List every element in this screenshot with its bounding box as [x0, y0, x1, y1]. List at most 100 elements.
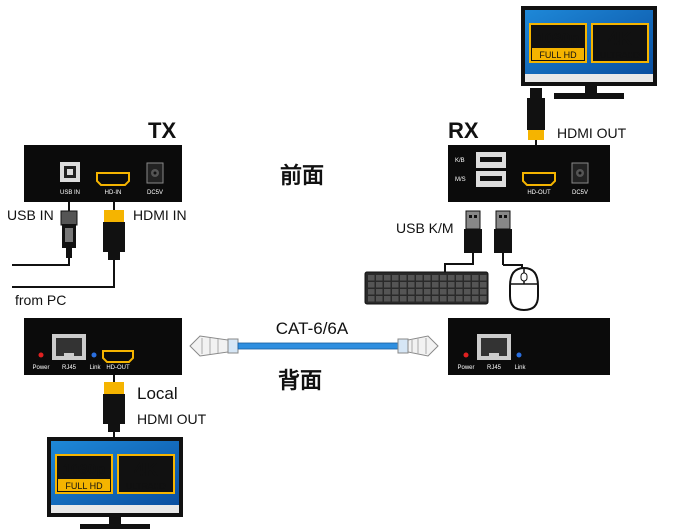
rx-power-label: Power — [457, 365, 474, 371]
keyboard-key — [384, 275, 391, 281]
keyboard-key — [416, 282, 423, 288]
keyboard-key — [464, 282, 471, 288]
tx-hd-out-port-label: HD-OUT — [106, 365, 130, 371]
rx-power-led — [463, 352, 469, 358]
keyboard-key — [416, 275, 423, 281]
keyboard-key — [400, 296, 407, 302]
uhd-badge-bottom: ULTRAHD — [600, 50, 640, 60]
keyboard-key — [416, 296, 423, 302]
keyboard-key — [456, 275, 463, 281]
tx-usb-cable — [12, 202, 78, 266]
front-panel-label: 前面 — [280, 163, 324, 189]
tx-dc-jack-icon — [146, 162, 164, 184]
keyboard-key — [440, 289, 447, 295]
keyboard-key — [480, 275, 487, 281]
tx-rj45-port-icon — [52, 334, 86, 360]
tx-power-label: Power — [32, 365, 49, 371]
keyboard-key — [448, 275, 455, 281]
keyboard-key — [448, 289, 455, 295]
keyboard-key — [432, 296, 439, 302]
tx-usb-b-port-icon — [60, 162, 80, 182]
tx-usb-in-label: USB IN — [7, 207, 54, 223]
keyboard-key — [368, 296, 375, 302]
rx-front-panel: K/B M/S HD-OUT DC5V — [448, 145, 610, 202]
rx-rj45-port-icon — [477, 334, 511, 360]
local-monitor: 1080p FULL HD 4K ULTRAHD — [47, 437, 183, 529]
rx-hdmi-out-connector — [527, 88, 545, 148]
keyboard-key — [464, 289, 471, 295]
keyboard-key — [456, 296, 463, 302]
tx-hdmi-in-port-icon — [96, 172, 130, 186]
keyboard-key — [392, 282, 399, 288]
cable-label: CAT-6/6A — [276, 319, 349, 338]
uhd-badge-top: 4K — [608, 29, 633, 50]
keyboard-key — [472, 275, 479, 281]
tx-from-pc-label: from PC — [15, 292, 66, 308]
rx-rj45-label: RJ45 — [487, 365, 502, 371]
fhd-badge: 1080p FULL HD — [529, 23, 587, 63]
local-fhd-badge-bottom: FULL HD — [65, 481, 103, 491]
keyboard-key — [376, 282, 383, 288]
mouse-icon — [509, 266, 539, 312]
rx-monitor: 1080p FULL HD 4K ULTRAHD — [521, 6, 657, 99]
keyboard-key — [448, 296, 455, 302]
tx-power-led — [38, 352, 44, 358]
tx-usb-in-port-label: USB IN — [60, 190, 80, 196]
keyboard-key — [440, 296, 447, 302]
local-uhd-badge-bottom: ULTRAHD — [126, 481, 166, 491]
rx-usb-km-label: USB K/M — [396, 220, 454, 236]
rx-link-label: Link — [514, 365, 526, 371]
tx-front-panel: USB IN HD-IN DC5V — [24, 145, 182, 202]
fhd-badge-bottom: FULL HD — [539, 50, 577, 60]
tx-local-label: Local — [137, 384, 178, 403]
tx-link-led — [91, 352, 97, 358]
keyboard-key — [456, 282, 463, 288]
keyboard-key — [408, 282, 415, 288]
keyboard-icon — [364, 271, 489, 305]
tx-hdmi-in-label: HDMI IN — [133, 207, 187, 223]
keyboard-key — [480, 282, 487, 288]
tx-rj45-label: RJ45 — [62, 365, 77, 371]
rx-link-led — [516, 352, 522, 358]
tx-hd-in-port-label: HD-IN — [105, 190, 122, 196]
keyboard-key — [424, 296, 431, 302]
keyboard-key — [384, 289, 391, 295]
back-panel-label: 背面 — [278, 369, 322, 394]
local-fhd-badge: 1080p FULL HD — [55, 454, 113, 494]
rx-dc5v-port-label: DC5V — [572, 190, 588, 196]
rx-back-panel: Power RJ45 Link — [448, 318, 610, 375]
keyboard-key — [408, 289, 415, 295]
rx-usb-a-ports-icon — [476, 152, 506, 187]
tx-local-hdmi-cable — [103, 375, 125, 438]
keyboard-key — [384, 282, 391, 288]
tx-link-label: Link — [89, 365, 101, 371]
keyboard-key — [448, 282, 455, 288]
keyboard-key — [416, 289, 423, 295]
tx-dc5v-port-label: DC5V — [147, 190, 163, 196]
tx-hdmi-out-port-icon — [102, 350, 134, 363]
keyboard-key — [424, 289, 431, 295]
keyboard-key — [464, 275, 471, 281]
rx-hd-out-port-label: HD-OUT — [527, 190, 551, 196]
keyboard-key — [392, 275, 399, 281]
rx-title: RX — [448, 118, 479, 143]
keyboard-key — [384, 296, 391, 302]
tx-hdmi-out-label: HDMI OUT — [137, 411, 207, 427]
keyboard-key — [424, 282, 431, 288]
keyboard-key — [376, 275, 383, 281]
keyboard-key — [392, 296, 399, 302]
cat-cable — [189, 335, 439, 357]
keyboard-key — [480, 289, 487, 295]
tx-hdmi-in-cable — [12, 202, 125, 288]
keyboard-key — [424, 275, 431, 281]
rx-usb-km-cables — [444, 210, 523, 272]
keyboard-key — [408, 296, 415, 302]
keyboard-key — [432, 275, 439, 281]
keyboard-key — [464, 296, 471, 302]
keyboard-key — [432, 282, 439, 288]
local-uhd-badge: 4K ULTRAHD — [117, 454, 175, 494]
fhd-badge-top: 1080p — [537, 30, 580, 47]
rx-ms-port-label: M/S — [455, 177, 466, 183]
keyboard-key — [472, 289, 479, 295]
